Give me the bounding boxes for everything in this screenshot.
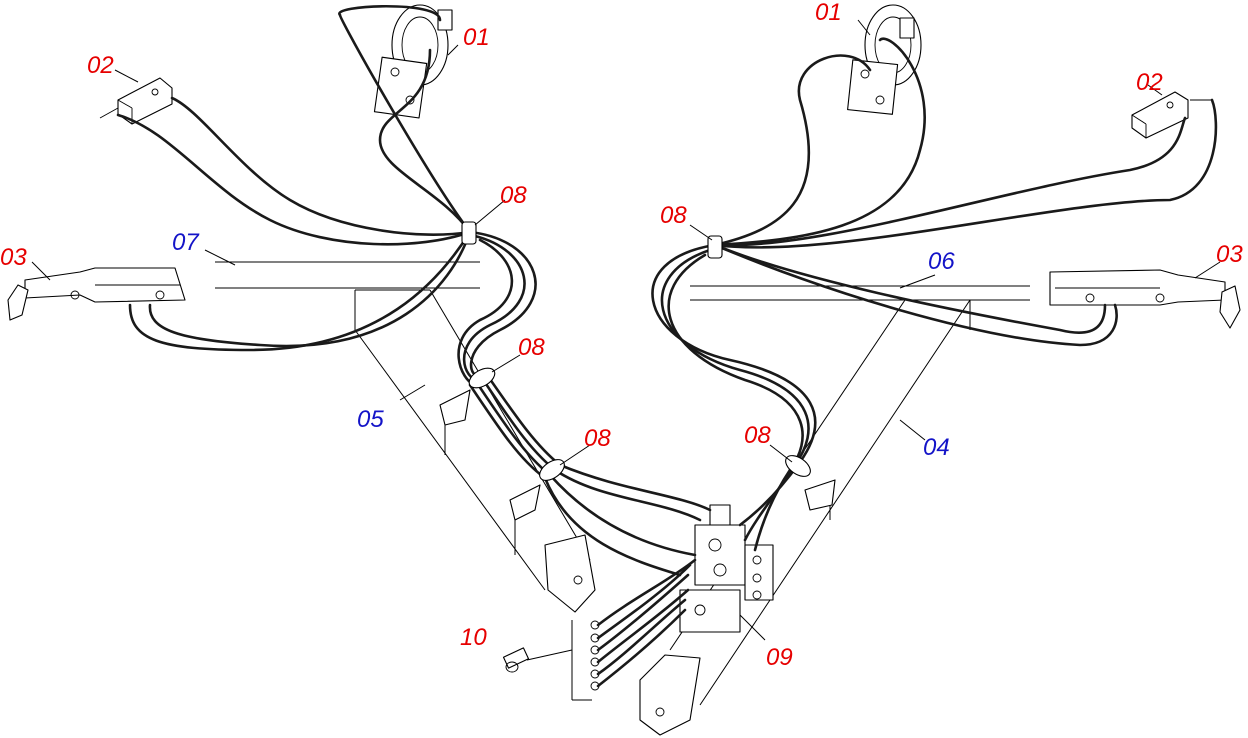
- part-03-left-marker: [7, 267, 186, 321]
- label-02-left: 02: [87, 52, 114, 79]
- label-04: 04: [923, 434, 950, 461]
- part-01-right-unit: [847, 4, 922, 115]
- part-09-valve-block: [679, 504, 774, 633]
- label-08-e: 08: [744, 422, 771, 449]
- frame-structure: [215, 261, 1030, 736]
- callout-labels: 01 01 02 02 03 03 07 06 05 04 08 08 08 0…: [0, 0, 1243, 671]
- label-03-left: 03: [0, 244, 27, 271]
- label-01-left: 01: [463, 24, 490, 51]
- label-07: 07: [172, 229, 200, 256]
- label-05: 05: [357, 406, 384, 433]
- label-06: 06: [928, 248, 955, 275]
- label-08-c: 08: [518, 334, 545, 361]
- label-10: 10: [460, 624, 487, 651]
- hose-clamps: [461, 221, 811, 481]
- hose-coupler-row: [590, 620, 600, 691]
- part-03-right-marker: [1049, 269, 1241, 329]
- part-02-right-pump: [1131, 91, 1212, 139]
- label-03-right: 03: [1216, 241, 1243, 268]
- part-10-quick-coupler: [502, 647, 530, 673]
- label-09: 09: [766, 644, 793, 671]
- part-02-left-pump: [99, 77, 173, 125]
- leader-lines: [31, 19, 1221, 661]
- label-08-a: 08: [500, 182, 527, 209]
- label-01-right: 01: [815, 0, 842, 26]
- label-08-d: 08: [584, 425, 611, 452]
- hydraulic-hoses: [116, 5, 1218, 688]
- label-02-right: 02: [1136, 69, 1163, 96]
- label-08-b: 08: [660, 202, 687, 229]
